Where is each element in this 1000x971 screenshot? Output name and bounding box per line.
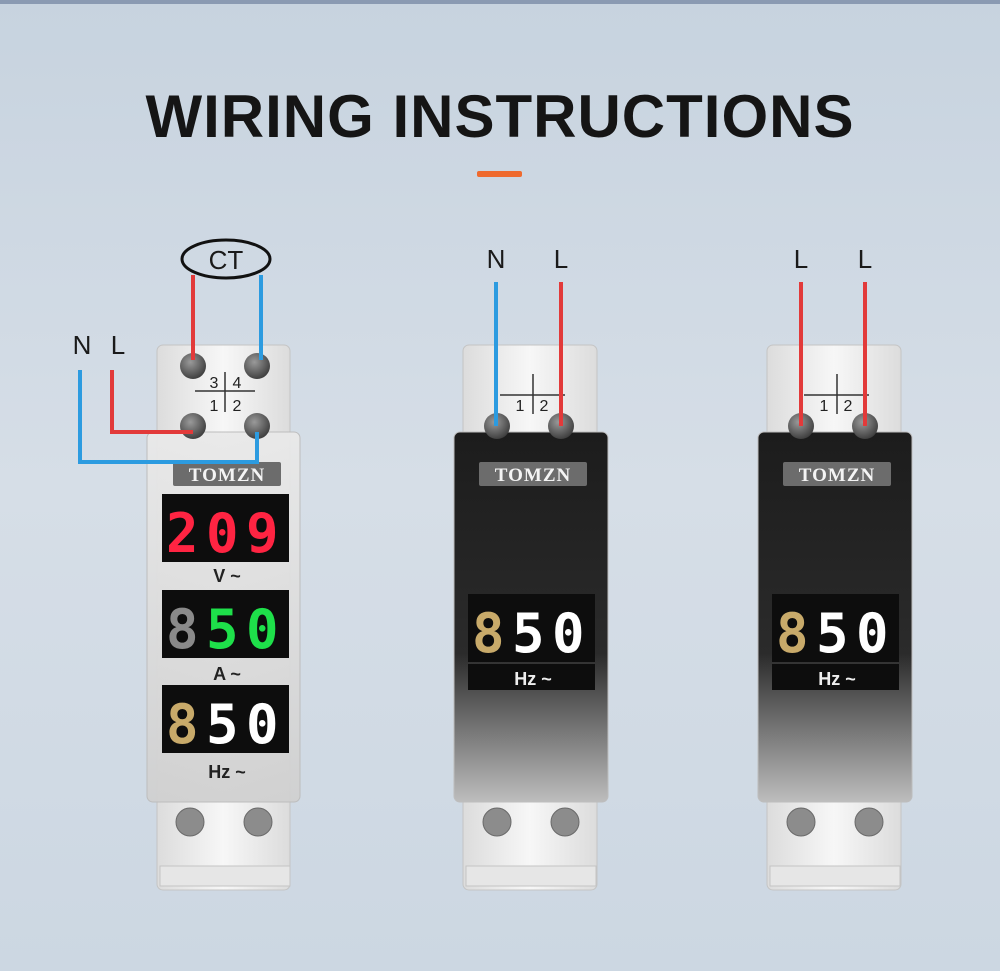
current-digit-2: 0 [246, 598, 277, 661]
frequency-dim-digit: 8 [166, 693, 197, 756]
frequency-display [772, 594, 899, 662]
frequency-digit-1: 5 [816, 602, 847, 665]
terminal-label-2: 2 [540, 398, 549, 415]
frequency-display [162, 685, 289, 753]
frequency-unit: Hz ~ [818, 669, 856, 689]
neutral-wire [78, 370, 259, 464]
terminal-screw-3 [180, 353, 206, 379]
page-title: WIRING INSTRUCTIONS [145, 83, 855, 150]
ct-ring [180, 238, 272, 280]
live-label: L [111, 330, 125, 360]
top-border [0, 0, 1000, 4]
brand-name: TOMZN [189, 465, 265, 486]
live-label: L [554, 244, 568, 274]
brand-plate [173, 462, 281, 486]
voltage-digit-1: 2 [166, 502, 197, 565]
current-digit-1: 5 [206, 598, 237, 661]
terminal-label-2: 2 [233, 398, 242, 415]
frequency-display [468, 594, 595, 662]
current-dim-digit: 8 [166, 598, 197, 661]
voltage-unit: V ~ [213, 566, 241, 586]
voltage-display [162, 494, 289, 562]
live-wire [110, 370, 193, 434]
frequency-digit-2: 0 [246, 693, 277, 756]
frequency-digit-1: 5 [206, 693, 237, 756]
ct-label: CT [209, 245, 244, 275]
terminal-screw-4 [244, 353, 270, 379]
frequency-digit-1: 5 [512, 602, 543, 665]
terminal-screw-1 [180, 413, 206, 439]
frequency-dim-digit: 8 [776, 602, 807, 665]
brand-name: TOMZN [799, 465, 875, 486]
terminal-label-3: 3 [210, 375, 219, 392]
terminal-label-2: 2 [844, 398, 853, 415]
terminal-screw-2 [244, 413, 270, 439]
diagram-2-frequency-meter: 1 2 TOMZN 8 5 0 Hz ~ N L [453, 244, 609, 891]
diagram-1-multimeter: 3 4 1 2 TOMZN 2 0 9 V ~ 8 5 0 A ~ 8 5 [73, 238, 301, 891]
terminal-label-1: 1 [820, 398, 829, 415]
live-label-1: L [794, 244, 808, 274]
frequency-unit: Hz ~ [514, 669, 552, 689]
live-label-2: L [858, 244, 872, 274]
brand-plate [783, 462, 891, 486]
voltage-digit-2: 0 [206, 502, 237, 565]
frequency-digit-2: 0 [856, 602, 887, 665]
title-accent-bar [477, 171, 522, 177]
terminal-label-1: 1 [210, 398, 219, 415]
current-display [162, 590, 289, 658]
brand-name: TOMZN [495, 465, 571, 486]
voltage-digit-3: 9 [246, 502, 277, 565]
neutral-label: N [73, 330, 92, 360]
frequency-digit-2: 0 [552, 602, 583, 665]
neutral-label: N [487, 244, 506, 274]
brand-plate [479, 462, 587, 486]
frequency-dim-digit: 8 [472, 602, 503, 665]
current-unit: A ~ [213, 664, 241, 684]
frequency-unit: Hz ~ [208, 762, 246, 782]
diagram-3-frequency-meter: 1 2 TOMZN 8 5 0 Hz ~ L L [757, 244, 913, 891]
terminal-label-1: 1 [516, 398, 525, 415]
terminal-label-4: 4 [233, 375, 242, 392]
